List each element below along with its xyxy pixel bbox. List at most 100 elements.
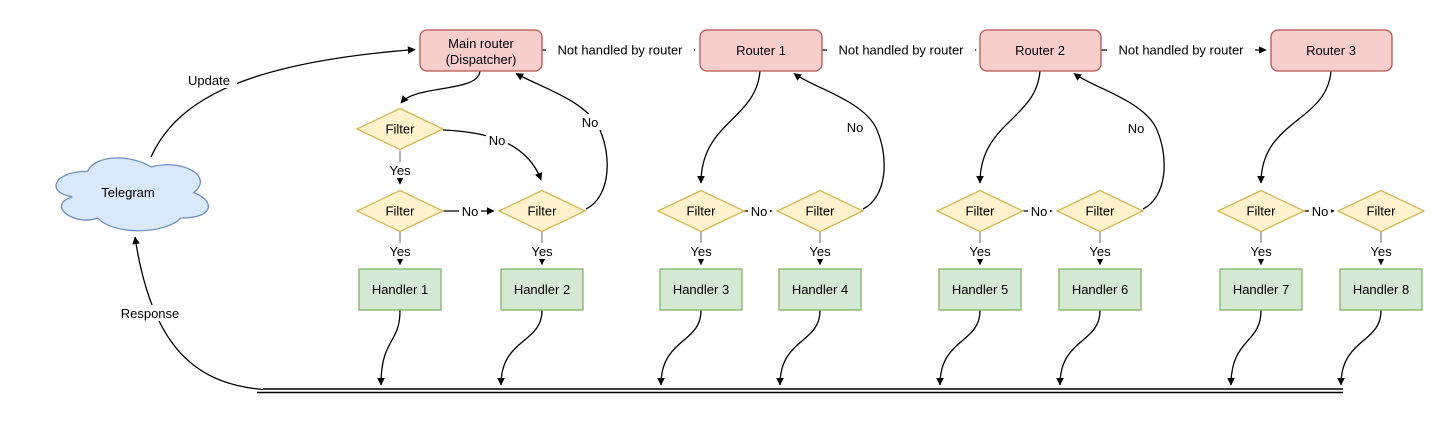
label-yes-h4: Yes [809, 244, 831, 259]
edge-handler5-drop [936, 310, 981, 386]
label-yes-h1-bg [387, 243, 413, 259]
label-yes-h2: Yes [531, 244, 553, 259]
label-yes-h2-bg [529, 243, 555, 259]
label-no-g2-return: No [847, 120, 864, 135]
edge-handler4-drop [776, 310, 821, 386]
label-no-g1-mid-bg [459, 203, 481, 219]
handler-7-label: Handler 7 [1233, 282, 1289, 297]
label-no-g1-return: No [582, 115, 599, 130]
main-router-node [419, 29, 543, 72]
edge-labels: Update Response Not handled by router No… [115, 42, 1394, 321]
label-response: Response [121, 306, 180, 321]
edge-handler7-drop [1227, 310, 1262, 386]
label-yes-h7-bg [1248, 243, 1274, 259]
handler-7-node [1219, 268, 1303, 311]
label-yes-h5: Yes [969, 244, 991, 259]
handler-2-node [500, 268, 584, 311]
filter-router3-left-label: Filter [1247, 204, 1277, 219]
handler-6-node [1058, 268, 1142, 311]
label-yes-h3-bg [688, 243, 714, 259]
label-no-g3-return: No [1128, 121, 1145, 136]
edge-dispatcher-to-filter [400, 70, 481, 104]
label-update-bg [181, 72, 237, 88]
edges [132, 46, 1385, 394]
label-no-g1-curve: No [489, 133, 506, 148]
handler-1-label: Handler 1 [372, 282, 428, 297]
filter-router2-right-label: Filter [1086, 204, 1116, 219]
edge-handler1-drop [377, 310, 401, 386]
label-no-g1-curve-bg [486, 132, 508, 148]
filter-router2-left [935, 189, 1025, 233]
edge-group1-no-return [515, 72, 608, 210]
label-response-bg [115, 305, 185, 321]
label-no-g4-mid: No [1312, 204, 1329, 219]
handler-8-label: Handler 8 [1353, 282, 1409, 297]
edge-handler6-drop [1056, 310, 1101, 386]
edge-router1-to-filter [697, 70, 761, 184]
filter-dispatcher-top [355, 107, 445, 151]
label-no-g3-mid-bg [1028, 203, 1050, 219]
filter-dispatcher-left [355, 189, 445, 233]
label-no-g2-return-bg [844, 119, 866, 135]
nodes: Telegram Main router (Dispatcher) Router… [55, 29, 1426, 311]
label-no-g3-mid: No [1031, 204, 1048, 219]
filter-router1-right-label: Filter [806, 204, 836, 219]
label-update: Update [188, 73, 230, 88]
handler-4-label: Handler 4 [792, 282, 848, 297]
router-3-node [1270, 29, 1393, 72]
label-not-handled-3-bg [1107, 42, 1255, 58]
handler-8-node [1339, 268, 1423, 311]
router-2-label: Router 2 [1015, 43, 1065, 58]
telegram-cloud [55, 157, 210, 232]
edge-handler2-drop [497, 310, 543, 386]
main-router-label-line1: Main router [448, 36, 514, 51]
label-not-handled-2: Not handled by router [838, 43, 964, 58]
label-not-handled-1: Not handled by router [557, 43, 683, 58]
edge-handler3-drop [657, 310, 702, 386]
label-yes-top-bg [387, 162, 413, 178]
handler-5-node [938, 268, 1022, 311]
router-1-label: Router 1 [736, 43, 786, 58]
filter-router3-right [1336, 189, 1426, 233]
edge-update [150, 46, 416, 158]
label-yes-h3: Yes [690, 244, 712, 259]
handler-3-label: Handler 3 [673, 282, 729, 297]
label-yes-h6: Yes [1089, 244, 1111, 259]
filter-dispatcher-right [497, 189, 587, 233]
label-yes-h1: Yes [389, 244, 411, 259]
label-no-g1-mid: No [462, 204, 479, 219]
label-not-handled-3: Not handled by router [1118, 43, 1244, 58]
router-3-label: Router 3 [1306, 43, 1356, 58]
router-1-node [699, 29, 823, 72]
label-yes-h5-bg [967, 243, 993, 259]
label-yes-h6-bg [1087, 243, 1113, 259]
filter-router3-left [1216, 189, 1306, 233]
label-yes-h7: Yes [1250, 244, 1272, 259]
label-yes-top: Yes [389, 163, 411, 178]
handler-6-label: Handler 6 [1072, 282, 1128, 297]
label-yes-h8: Yes [1370, 244, 1392, 259]
filter-router1-right [775, 189, 865, 233]
label-no-g1-return-bg [579, 114, 601, 130]
filter-router2-left-label: Filter [966, 204, 996, 219]
label-yes-h4-bg [807, 243, 833, 259]
label-no-g3-return-bg [1125, 120, 1147, 136]
filter-dispatcher-right-label: Filter [528, 204, 558, 219]
label-not-handled-1-bg [546, 42, 694, 58]
main-router-label-line2: (Dispatcher) [446, 52, 517, 67]
edge-group3-no-return [1073, 72, 1165, 210]
edge-group2-no-return [793, 72, 885, 210]
label-no-g2-mid: No [751, 204, 768, 219]
router-2-node [979, 29, 1102, 72]
filter-router3-right-label: Filter [1367, 204, 1397, 219]
handler-4-node [778, 268, 862, 311]
label-no-g2-mid-bg [748, 203, 770, 219]
edge-router2-to-filter [976, 70, 1041, 184]
edge-router3-to-filter [1257, 70, 1332, 184]
label-not-handled-2-bg [827, 42, 975, 58]
label-yes-h8-bg [1368, 243, 1394, 259]
filter-router1-left-label: Filter [687, 204, 717, 219]
handler-5-label: Handler 5 [952, 282, 1008, 297]
